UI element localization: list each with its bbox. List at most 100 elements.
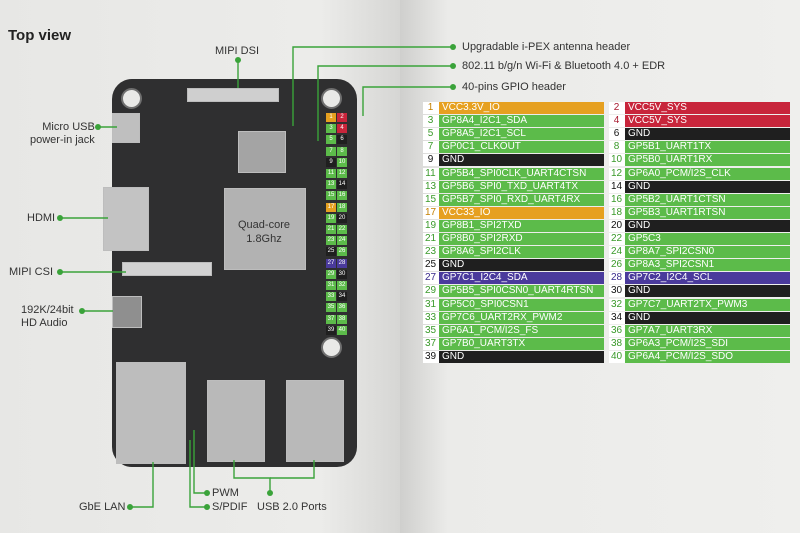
- header-pin-32: 32: [337, 281, 347, 290]
- mounting-hole: [321, 88, 342, 109]
- pin-number: 22: [609, 233, 625, 245]
- pin-number: 11: [423, 167, 439, 180]
- leader-dot: [235, 57, 241, 63]
- label-hdmi: HDMI: [27, 212, 56, 224]
- pin-name: VCC33_IO: [442, 206, 491, 218]
- usb-port: [286, 380, 344, 462]
- pin-number: 16: [609, 193, 625, 206]
- pin-number: 2: [609, 102, 625, 114]
- pin-number: 7: [423, 141, 439, 154]
- leader-dot: [57, 269, 63, 275]
- pin-number: 33: [423, 311, 439, 324]
- gbe-lan-port: [116, 362, 186, 464]
- leader-line: [270, 460, 315, 479]
- header-pin-13: 13: [326, 180, 336, 190]
- pin-name: GP5B1_UART1TX: [628, 141, 712, 153]
- header-pin-11: 11: [326, 169, 336, 178]
- pin-name: GP7C2_I2C4_SCL: [628, 272, 713, 284]
- pin-name: GP6A3_PCM/I2S_SDI: [628, 337, 729, 349]
- leader-dot: [204, 504, 210, 510]
- pin-number: 37: [423, 337, 439, 350]
- header-pin-6: 6: [337, 135, 347, 145]
- label-wifi: 802.11 b/g/n Wi-Fi & Bluetooth 4.0 + EDR: [462, 60, 666, 72]
- pin-number: 21: [423, 233, 439, 245]
- label-micro-usb: Micro USB power-in jack: [30, 121, 95, 147]
- cpu-label-line1: Quad-core: [238, 219, 290, 231]
- pin-number: 40: [609, 350, 625, 363]
- pin-name: GP6A1_PCM/I2S_FS: [442, 324, 539, 336]
- pin-name: GP8A6_SPI2CLK: [442, 246, 521, 258]
- pin-number: 26: [609, 259, 625, 272]
- pin-number: 15: [423, 193, 439, 206]
- leader-dot: [450, 63, 456, 69]
- header-pin-33: 33: [326, 292, 336, 302]
- pin-number: 14: [609, 180, 625, 193]
- pin-number: 4: [609, 115, 625, 128]
- pin-name: GND: [442, 154, 465, 166]
- header-pin-27: 27: [326, 258, 336, 268]
- pin-number: 29: [423, 285, 439, 298]
- mipi-dsi-connector: [187, 88, 279, 102]
- page-title: Top view: [8, 27, 72, 44]
- pin-name: GP8B0_SPI2RXD: [442, 233, 523, 244]
- pin-name: GP6A0_PCM/I2S_CLK: [628, 167, 731, 179]
- header-pin-28: 28: [337, 258, 347, 268]
- header-pin-4: 4: [337, 124, 347, 134]
- header-pin-39: 39: [326, 325, 336, 335]
- micro-usb-port: [112, 113, 140, 143]
- pin-name: VCC5V_SYS: [628, 102, 687, 113]
- header-pin-25: 25: [326, 247, 336, 257]
- pin-number: 5: [423, 128, 439, 141]
- leader-line: [130, 462, 154, 508]
- pin-number: 6: [609, 128, 625, 141]
- pin-number: 35: [423, 324, 439, 337]
- pin-name: GND: [628, 219, 651, 231]
- header-pin-35: 35: [326, 303, 336, 313]
- pin-number: 1: [423, 102, 439, 114]
- mipi-csi-connector: [122, 262, 212, 276]
- leader-dot: [95, 124, 101, 130]
- leader-line: [233, 460, 271, 493]
- mounting-hole: [321, 337, 342, 358]
- header-pin-37: 37: [326, 314, 336, 324]
- pin-name: GP5C3: [628, 233, 661, 244]
- header-pin-10: 10: [337, 157, 347, 167]
- pin-name: GP8B1_SPI2TXD: [442, 219, 522, 231]
- header-pin-17: 17: [326, 202, 336, 212]
- header-pin-14: 14: [337, 180, 347, 190]
- header-pin-26: 26: [337, 247, 347, 257]
- leader-dot: [57, 215, 63, 221]
- pin-name: GP8A4_I2C1_SDA: [442, 115, 528, 127]
- pin-name: GP5B3_UART1RTSN: [628, 206, 726, 218]
- pin-number: 8: [609, 141, 625, 154]
- header-pin-5: 5: [326, 135, 336, 145]
- label-usb: USB 2.0 Ports: [257, 501, 327, 513]
- pin-name: VCC5V_SYS: [628, 115, 687, 127]
- leader-dot: [450, 84, 456, 90]
- label-antenna: Upgradable i-PEX antenna header: [462, 41, 631, 53]
- pin-number: 32: [609, 298, 625, 311]
- header-pin-29: 29: [326, 269, 336, 279]
- leader-dot: [450, 44, 456, 50]
- pin-number: 17: [423, 206, 439, 219]
